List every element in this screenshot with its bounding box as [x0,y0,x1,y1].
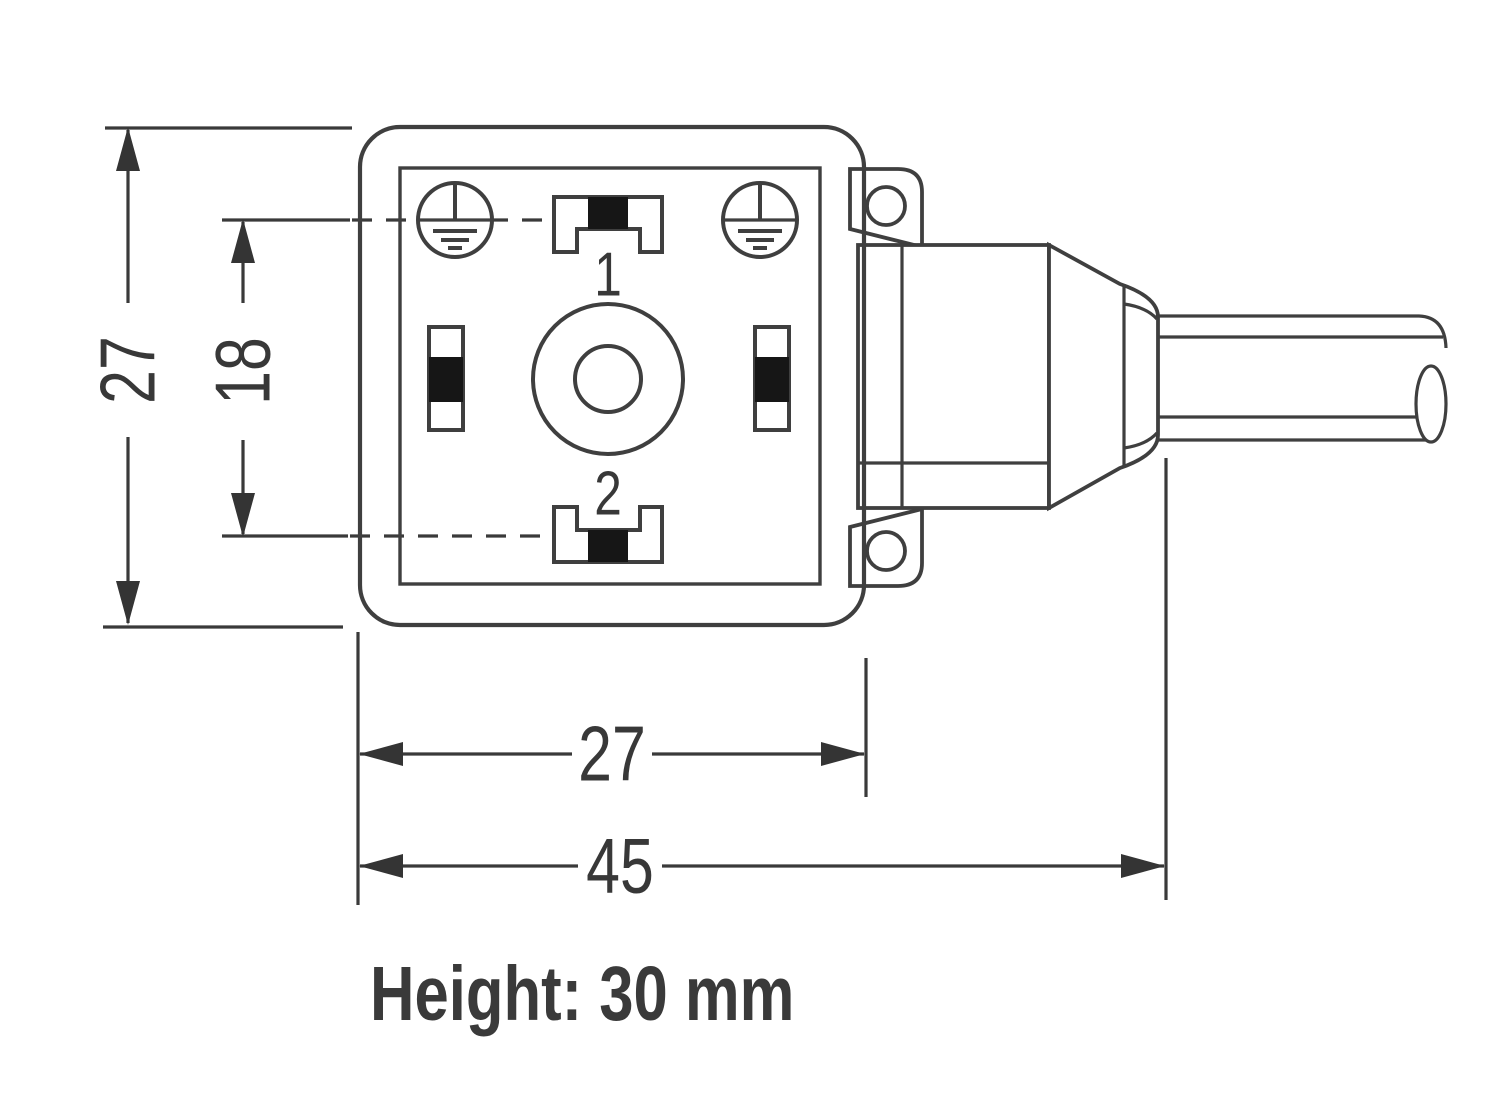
pin1-socket [552,195,664,254]
height-note: Height: 30 mm [370,950,794,1036]
ground-screw-right-icon [721,181,799,259]
coding-slot-right [753,325,791,432]
dimension-18-vertical: 18 [199,218,350,538]
pin1-number: 1 [594,239,622,309]
center-bore [531,302,685,456]
connector-front-view: 1 2 [357,124,867,628]
cable-gland [856,243,1051,510]
dim-label-outer-height: 27 [84,336,171,404]
dimension-45-horizontal: 45 [359,458,1168,909]
mounting-hole-top-icon [865,185,907,227]
side-view [848,167,1448,588]
strain-relief-cone [1047,241,1160,512]
dim-label-total-length: 45 [586,822,654,909]
pin1-blade [588,197,628,229]
dimension-27-vertical: 27 [84,126,352,629]
cable-cut-end [1414,364,1448,444]
pin2-number: 2 [594,458,622,528]
mounting-hole-bottom-icon [865,530,907,572]
connector-body [357,124,867,628]
cable [1158,314,1448,444]
mounting-tab-top [848,167,924,250]
ground-screw-left-icon [416,181,494,259]
dim-label-body-width: 27 [578,710,646,797]
pin2-blade [588,530,628,562]
pin2-socket [552,505,664,564]
coding-slot-left [427,325,465,432]
dimension-27-horizontal: 27 [356,632,868,905]
connector-face [398,166,822,586]
dim-label-pin-spacing: 18 [199,337,286,405]
mounting-tab-bottom [848,506,924,588]
